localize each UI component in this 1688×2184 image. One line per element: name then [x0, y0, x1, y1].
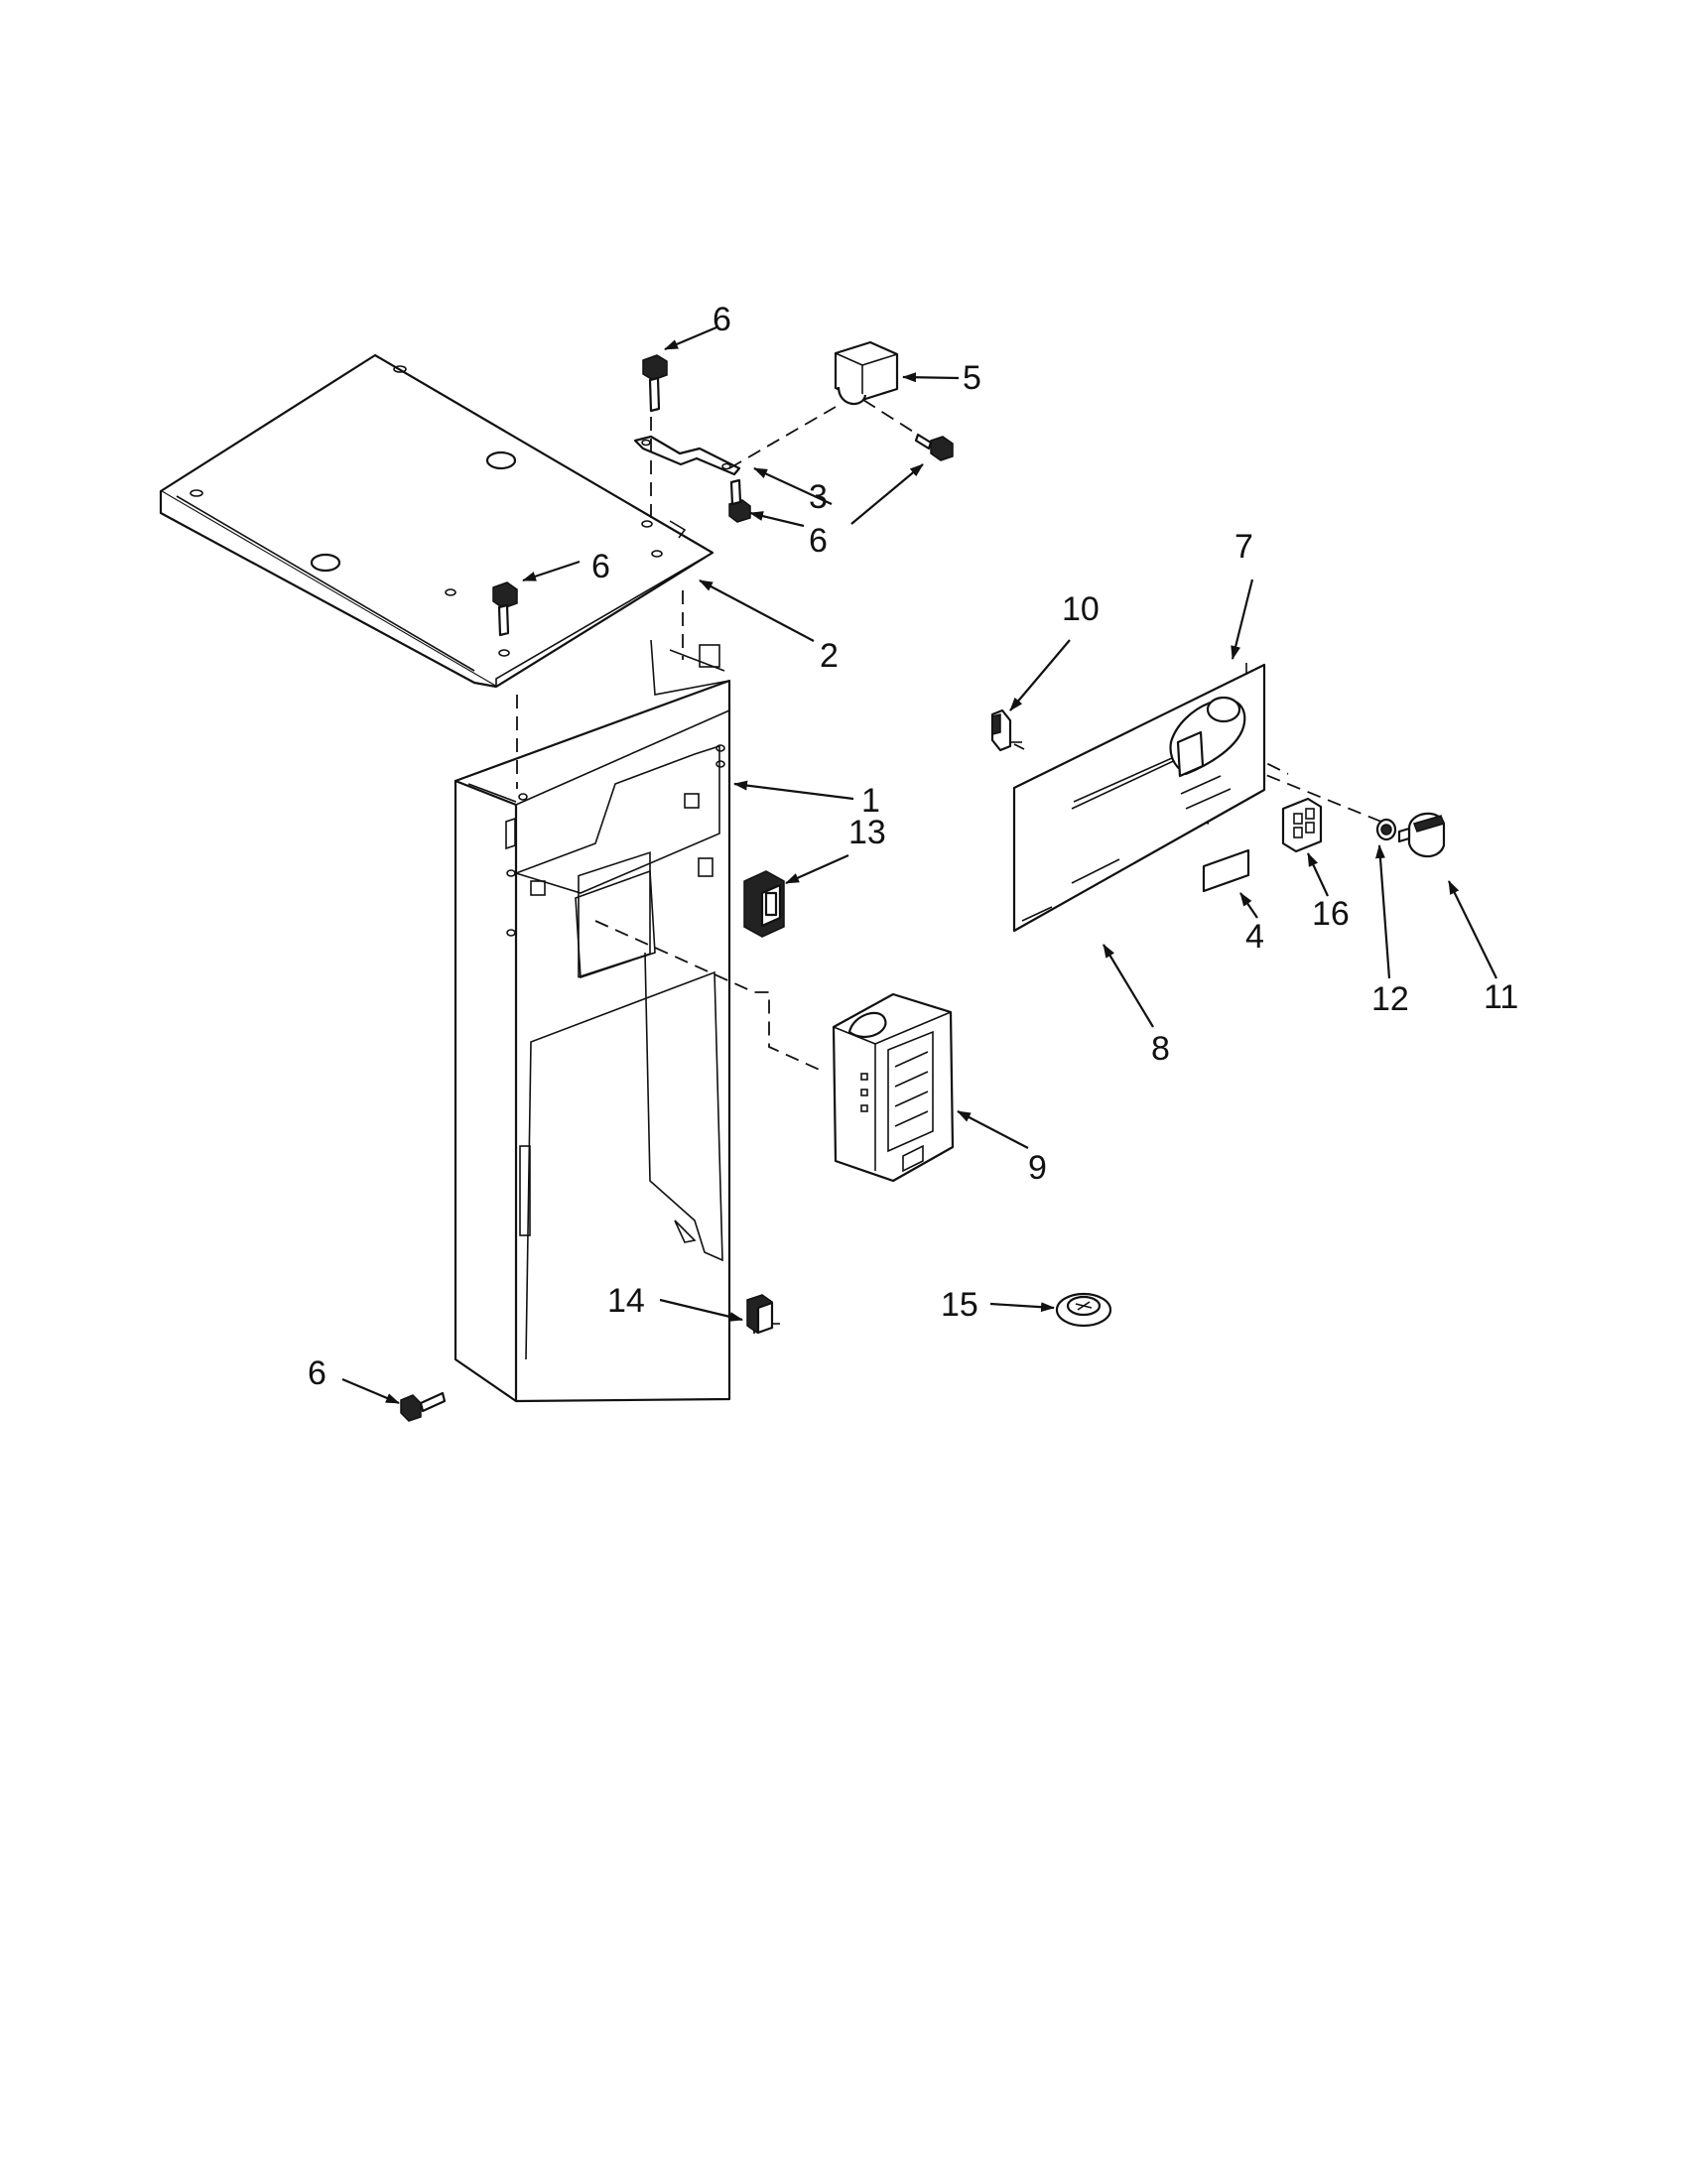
callout-14: 14 — [607, 1282, 645, 1320]
screw-block-side — [914, 433, 954, 461]
door-switch — [746, 1294, 780, 1335]
callout-6-bottom: 6 — [308, 1354, 326, 1392]
dispenser-housing — [832, 992, 955, 1183]
callout-11: 11 — [1484, 978, 1518, 1016]
selector-switch — [1281, 797, 1323, 853]
screw-panel — [492, 581, 518, 637]
callout-13: 13 — [848, 814, 886, 851]
label-plate — [1202, 848, 1250, 893]
knob-washer — [1375, 818, 1397, 841]
callout-7: 7 — [1234, 528, 1253, 566]
rocker-switch — [743, 870, 785, 938]
callout-12: 12 — [1371, 980, 1409, 1018]
callout-3: 3 — [809, 478, 828, 516]
mounting-bracket — [633, 435, 741, 476]
callout-16: 16 — [1312, 895, 1350, 933]
callout-2: 2 — [820, 637, 839, 675]
callout-5: 5 — [963, 359, 981, 397]
leveling-foot — [1055, 1292, 1112, 1328]
top-panel — [159, 353, 714, 689]
panel-clip — [990, 708, 1022, 752]
callout-4: 4 — [1245, 918, 1264, 956]
screw-bracket-lower — [728, 478, 751, 523]
callout-6-top: 6 — [713, 301, 731, 338]
screw-bottom — [400, 1391, 447, 1422]
control-panel — [1012, 663, 1266, 933]
callout-6-panel: 6 — [591, 548, 610, 585]
screw-top — [642, 354, 668, 413]
callout-6-bracket: 6 — [809, 522, 828, 560]
control-knob — [1397, 812, 1446, 858]
callout-15: 15 — [941, 1286, 978, 1324]
callout-9: 9 — [1028, 1149, 1047, 1187]
terminal-block — [834, 340, 899, 405]
cabinet-frame — [454, 639, 731, 1403]
callout-labels: 6 5 3 6 6 2 1 13 6 7 10 4 16 12 11 8 9 1… — [308, 301, 1518, 1392]
callout-1: 1 — [861, 782, 880, 820]
callout-10: 10 — [1062, 590, 1100, 628]
leader-arrows — [341, 325, 1497, 1405]
callout-8: 8 — [1151, 1030, 1170, 1068]
